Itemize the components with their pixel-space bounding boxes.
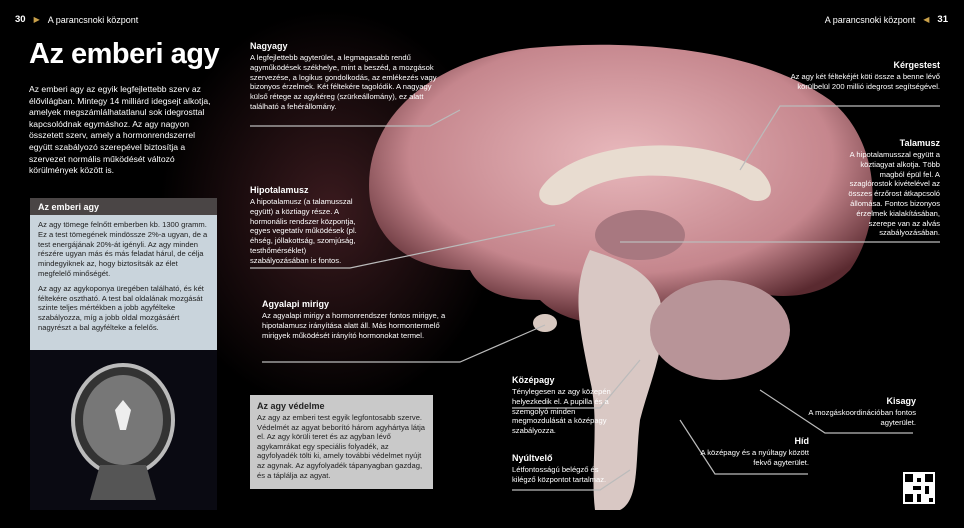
label-text: Az agyalapi mirigy a hormonrendszer font… bbox=[262, 311, 446, 340]
mri-scan-image bbox=[30, 350, 217, 510]
label-text: A legfejlettebb agyterület, a legmagasab… bbox=[250, 53, 437, 111]
info-box-paragraph-2: Az agy az agykoponya üregében található,… bbox=[38, 283, 204, 332]
label-title: Középagy bbox=[512, 375, 555, 385]
label-nagyagy: Nagyagy A legfejlettebb agyterület, a le… bbox=[250, 41, 450, 116]
left-page-header: 30 ▶ A parancsnoki központ bbox=[15, 14, 138, 25]
label-title: Kisagy bbox=[886, 396, 916, 406]
corpus-callosum bbox=[539, 145, 771, 206]
label-title: Agyalapi mirigy bbox=[262, 299, 330, 309]
label-text: A hipotalamusz (a talamusszal együtt) a … bbox=[250, 197, 357, 265]
label-text: Az agy két féltekéjét köti össze a benne… bbox=[790, 72, 940, 91]
page-number-left: 30 bbox=[15, 14, 26, 25]
label-kergestest: Kérgestest Az agy két féltekéjét köti ös… bbox=[780, 60, 940, 96]
brainstem bbox=[578, 250, 663, 510]
section-name-left: A parancsnoki központ bbox=[47, 14, 139, 25]
info-box-paragraph-1: Az agy tömege felnőtt emberben kb. 1300 … bbox=[38, 220, 208, 278]
protection-text: Az agy az emberi test egyik legfontosabb… bbox=[257, 413, 426, 480]
info-box-title: Az emberi agy bbox=[30, 198, 217, 215]
label-title: Híd bbox=[794, 436, 810, 446]
label-text: A mozgáskoordinációban fontos agyterület… bbox=[808, 408, 916, 427]
page-title: Az emberi agy bbox=[29, 38, 220, 70]
cerebrum bbox=[369, 44, 873, 324]
label-nyultvelo: Nyúltvelő Létfontosságú belégző és kilég… bbox=[512, 453, 622, 489]
label-text: A hipotalamusszal együtt a köztiagyat al… bbox=[848, 150, 940, 238]
label-kisagy: Kisagy A mozgáskoordinációban fontos agy… bbox=[806, 396, 916, 432]
label-hid: Híd A középagy és a nyúltagy között fekv… bbox=[699, 436, 810, 472]
label-title: Hipotalamusz bbox=[250, 185, 309, 195]
info-box: Az emberi agy Az agy tömege felnőtt embe… bbox=[30, 198, 217, 510]
label-title: Nagyagy bbox=[250, 41, 288, 51]
triangle-left-icon: ◀ bbox=[923, 15, 930, 24]
qr-code-icon[interactable] bbox=[903, 472, 935, 504]
thalamus bbox=[595, 210, 685, 260]
intro-text: Az emberi agy az egyik legfejlettebb sze… bbox=[29, 84, 211, 176]
triangle-right-icon: ▶ bbox=[33, 15, 40, 24]
label-talamusz: Talamusz A hipotalamusszal együtt a közt… bbox=[840, 138, 940, 242]
protection-box: Az agy védelme Az agy az emberi test egy… bbox=[250, 395, 433, 489]
cerebellum bbox=[650, 280, 790, 380]
label-title: Nyúltvelő bbox=[512, 453, 553, 463]
label-title: Talamusz bbox=[899, 138, 940, 148]
label-title: Kérgestest bbox=[893, 60, 940, 70]
page-number-right: 31 bbox=[937, 14, 948, 25]
label-hipotalamusz: Hipotalamusz A hipotalamusz (a talamussz… bbox=[250, 185, 362, 270]
label-text: Ténylegesen az agy közepén helyezkedik e… bbox=[512, 387, 611, 436]
label-agyalapi-mirigy: Agyalapi mirigy Az agyalapi mirigy a hor… bbox=[262, 299, 452, 344]
leader-lines bbox=[250, 105, 940, 491]
label-text: A középagy és a nyúltagy között fekvő ag… bbox=[700, 448, 810, 467]
right-page-header: A parancsnoki központ ◀ 31 bbox=[825, 14, 948, 25]
label-kozepagy: Középagy Ténylegesen az agy közepén hely… bbox=[512, 375, 612, 440]
label-text: Létfontosságú belégző és kilégző központ… bbox=[512, 465, 607, 484]
protection-title: Az agy védelme bbox=[257, 401, 325, 411]
section-name-right: A parancsnoki központ bbox=[824, 14, 916, 25]
